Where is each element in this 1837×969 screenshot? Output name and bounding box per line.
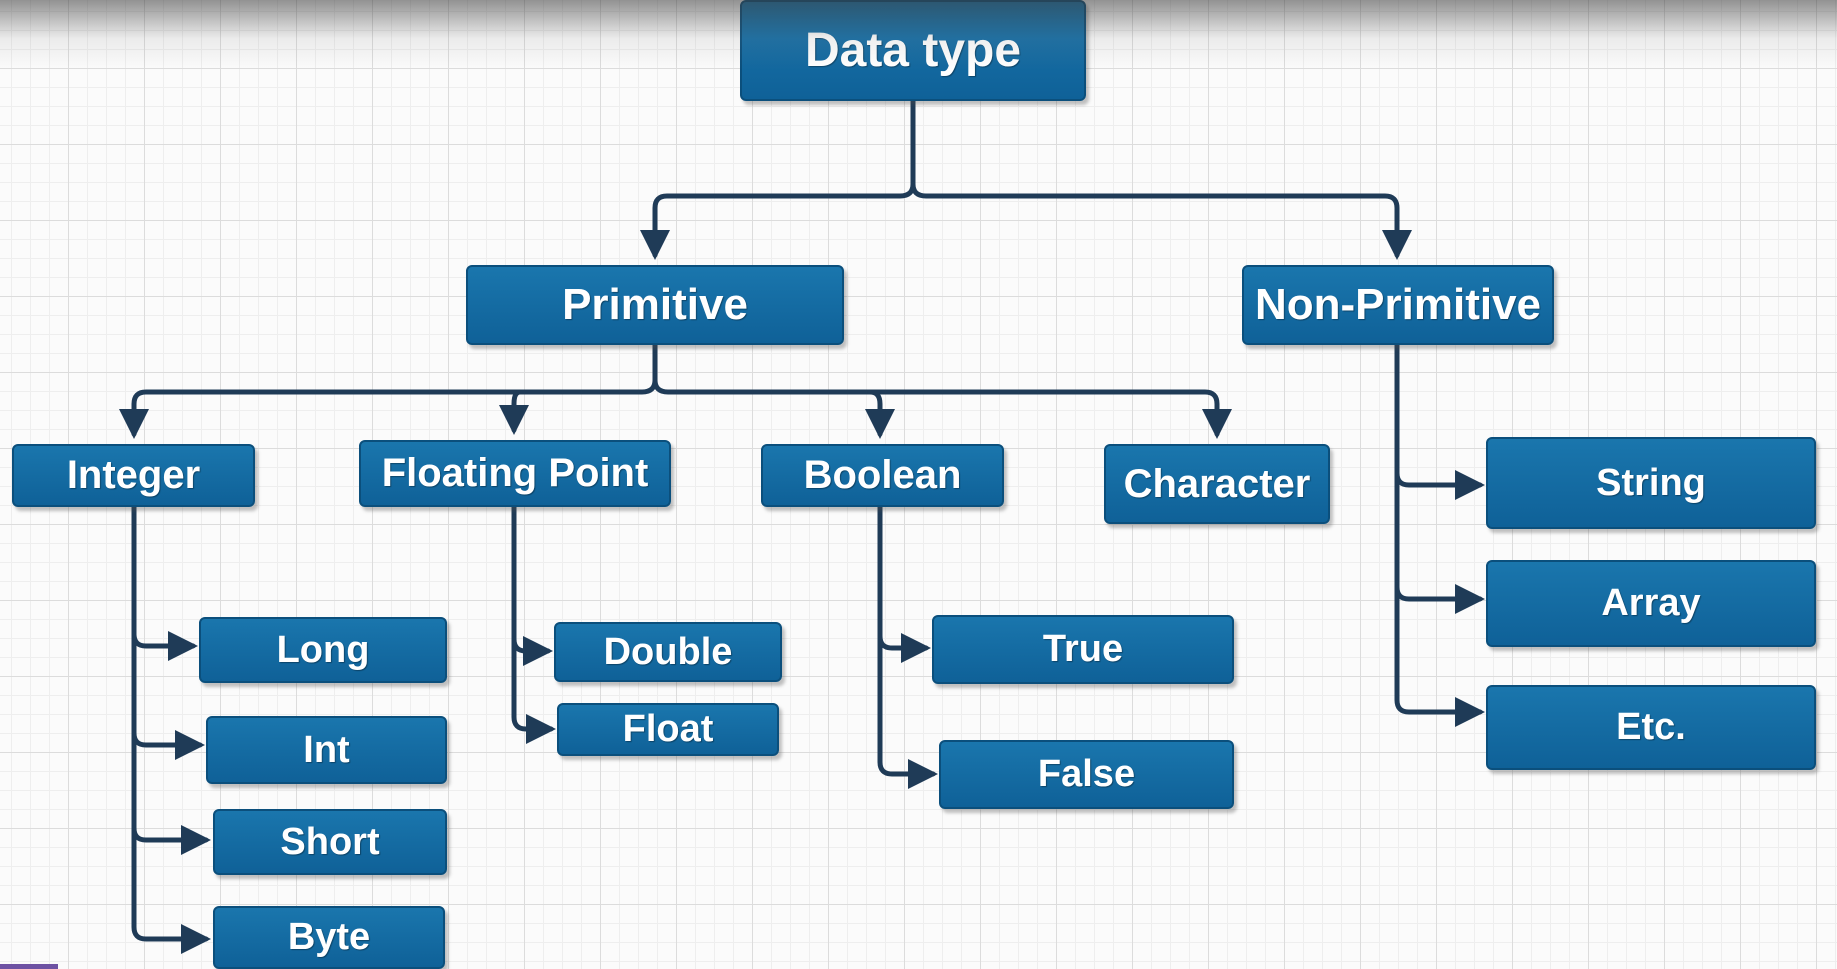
connector-root-nonprimitive — [910, 181, 1412, 260]
node-floating-point: Floating Point — [359, 440, 671, 507]
node-int: Int — [206, 716, 447, 784]
bottom-edge-marker — [0, 964, 58, 969]
connector-root-primitive — [640, 97, 916, 260]
connector-primitive-floating — [499, 389, 529, 435]
connector-boolean-true — [877, 502, 931, 663]
node-data-type: Data type — [740, 0, 1086, 101]
connector-integer-byte — [131, 825, 211, 954]
connector-boolean-false — [877, 633, 938, 789]
node-etc: Etc. — [1486, 685, 1816, 770]
connector-primitive-integer — [119, 341, 658, 439]
node-false: False — [939, 740, 1234, 809]
connector-floating-float — [511, 636, 556, 744]
node-array: Array — [1486, 560, 1816, 647]
node-integer: Integer — [12, 444, 255, 507]
connector-primitive-boolean — [652, 377, 895, 439]
node-boolean: Boolean — [761, 444, 1004, 507]
connector-integer-short — [131, 730, 211, 855]
connector-nonprimitive-array — [1394, 470, 1485, 614]
node-primitive: Primitive — [466, 265, 844, 345]
node-byte: Byte — [213, 906, 445, 969]
connector-integer-int — [131, 631, 205, 760]
connector-floating-double — [511, 502, 553, 666]
node-short: Short — [213, 809, 447, 875]
connector-nonprimitive-string — [1394, 341, 1485, 500]
node-character: Character — [1104, 444, 1330, 524]
connector-integer-long — [131, 502, 198, 661]
node-float: Float — [557, 703, 779, 756]
node-string: String — [1486, 437, 1816, 529]
connector-nonprimitive-etc — [1394, 584, 1485, 727]
node-long: Long — [199, 617, 447, 683]
node-double: Double — [554, 622, 782, 682]
node-non-primitive: Non-Primitive — [1242, 265, 1554, 345]
connector-primitive-character — [867, 389, 1232, 439]
node-true: True — [932, 615, 1234, 684]
